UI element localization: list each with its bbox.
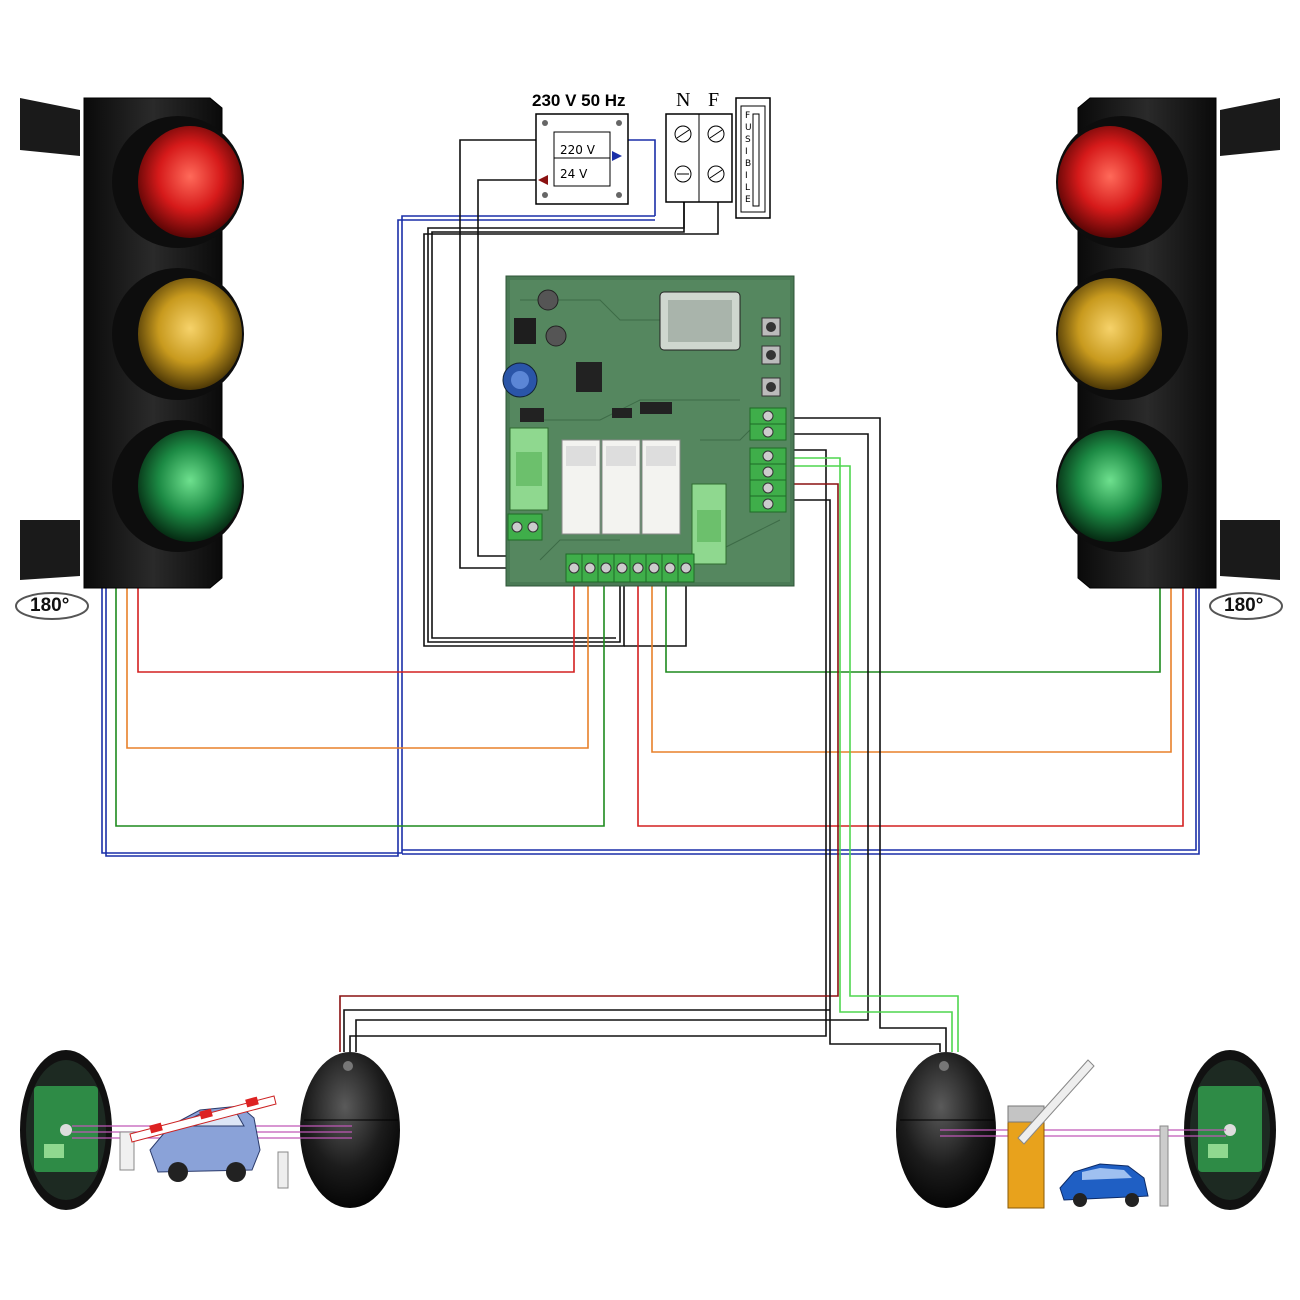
red-wire-right-light bbox=[637, 585, 1184, 827]
phase-label: F bbox=[708, 89, 719, 111]
photocell-receiver-right bbox=[1184, 1050, 1276, 1210]
rotation-indicator-right: 180° bbox=[1209, 592, 1283, 620]
black-wire-board-common bbox=[624, 585, 687, 647]
black-wire-photocell-2 bbox=[355, 433, 869, 1052]
screw-icon bbox=[674, 165, 692, 183]
circuit-icon bbox=[1208, 1144, 1228, 1158]
green-wire-left-light bbox=[115, 585, 605, 827]
transformer-primary-label: 220 V bbox=[560, 143, 596, 157]
chip-icon bbox=[520, 408, 544, 422]
supply-terminal-block: N F bbox=[665, 89, 733, 203]
screw-icon bbox=[707, 165, 725, 183]
lightgreen-wire-photocell bbox=[790, 465, 959, 1052]
photocell-icon bbox=[300, 1052, 400, 1208]
darkred-wire-photocell bbox=[339, 483, 839, 1052]
orange-wire-right-light bbox=[651, 585, 1172, 753]
photocell-receiver-left bbox=[20, 1050, 112, 1210]
traffic-light-icon bbox=[1056, 97, 1280, 589]
mains-supply: 230 V 50 Hz 220 V 24 V N F bbox=[532, 89, 771, 219]
board-button[interactable] bbox=[761, 317, 781, 337]
board-fuse-holder bbox=[509, 427, 549, 511]
arrow-left-icon bbox=[538, 175, 548, 185]
terminal-screw bbox=[749, 495, 787, 513]
blue-wire-neutral bbox=[628, 139, 656, 216]
rotation-indicator-left: 180° bbox=[15, 592, 89, 620]
chip-icon bbox=[576, 362, 602, 392]
relay-icon bbox=[601, 439, 641, 535]
capacitor-icon bbox=[502, 362, 538, 398]
traffic-light-left: 180° bbox=[15, 97, 244, 620]
blue-wire-right-light-b bbox=[402, 588, 1200, 855]
screw-icon bbox=[674, 125, 692, 143]
capacitor-icon bbox=[545, 325, 567, 347]
transformer: 220 V 24 V bbox=[535, 113, 629, 205]
capacitor-icon bbox=[537, 289, 559, 311]
black-wire-photocell-3 bbox=[349, 449, 827, 1052]
blue-wire-left-light bbox=[101, 215, 655, 854]
regulator-icon bbox=[514, 318, 536, 344]
red-wire-left-light bbox=[137, 585, 575, 673]
blue-wire-left-light-b bbox=[105, 219, 655, 857]
barrier-icon bbox=[119, 1095, 289, 1189]
barrier-icon bbox=[1007, 1059, 1169, 1209]
control-board bbox=[502, 275, 795, 587]
board-button[interactable] bbox=[761, 377, 781, 397]
photocell-pair-right bbox=[896, 1050, 1276, 1210]
green-wire-right-light bbox=[665, 585, 1161, 673]
terminal-screw bbox=[565, 553, 583, 583]
relay-icon bbox=[561, 439, 601, 535]
photocell-pair-left bbox=[20, 1050, 400, 1210]
neutral-label: N bbox=[676, 89, 690, 111]
orange-wire-left-light bbox=[126, 585, 589, 749]
terminal-screw bbox=[581, 553, 599, 583]
terminal-screw bbox=[749, 479, 787, 497]
wiring bbox=[101, 139, 1200, 1052]
board-fuse-holder bbox=[691, 483, 727, 565]
chip-icon bbox=[612, 408, 632, 418]
circuit-icon bbox=[44, 1144, 64, 1158]
rotation-label-left: 180° bbox=[30, 595, 69, 616]
chip-icon bbox=[640, 402, 672, 414]
terminal-screw bbox=[749, 447, 787, 465]
black-wire-photocell-1 bbox=[790, 417, 947, 1052]
board-button[interactable] bbox=[761, 345, 781, 365]
terminal-screw bbox=[749, 407, 787, 425]
black-wire-photocell-5 bbox=[343, 1009, 830, 1052]
bottom-terminal-strip bbox=[565, 553, 695, 583]
blue-wire-right-light bbox=[402, 588, 1197, 851]
terminal-screw bbox=[749, 463, 787, 481]
relay-icon bbox=[641, 439, 681, 535]
traffic-light-icon bbox=[20, 97, 244, 589]
rotation-label-right: 180° bbox=[1224, 595, 1263, 616]
screw-icon bbox=[707, 125, 725, 143]
traffic-light-right: 180° bbox=[1056, 97, 1283, 620]
right-terminal-strip bbox=[749, 407, 787, 513]
terminal-screw bbox=[645, 553, 663, 583]
terminal-screw bbox=[661, 553, 679, 583]
terminal-screw bbox=[749, 423, 787, 441]
beam-right bbox=[940, 1129, 1226, 1137]
terminal-screw bbox=[613, 553, 631, 583]
black-wire-supply-b bbox=[423, 202, 719, 647]
transformer-secondary-label: 24 V bbox=[560, 167, 588, 181]
power-terminal bbox=[507, 513, 543, 541]
lightgreen-wire-photocell-b bbox=[790, 457, 953, 1052]
black-wire-photocell-4 bbox=[790, 499, 941, 1052]
lcd-display bbox=[659, 291, 741, 351]
black-wire-supply-c bbox=[431, 202, 685, 639]
terminal-screw bbox=[597, 553, 615, 583]
terminal-screw bbox=[677, 553, 695, 583]
mains-label: 230 V 50 Hz bbox=[532, 91, 626, 110]
terminal-screw bbox=[629, 553, 647, 583]
car-icon bbox=[1059, 1163, 1149, 1207]
arrow-right-icon bbox=[612, 151, 622, 161]
